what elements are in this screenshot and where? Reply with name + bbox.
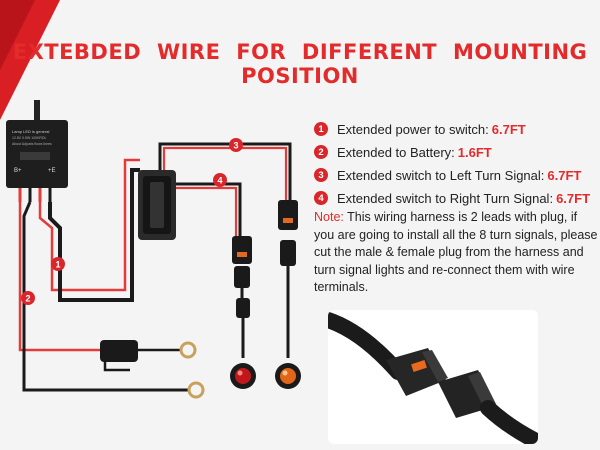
flasher-label-left: B+ xyxy=(14,168,22,174)
marker-2: 2 xyxy=(21,291,35,305)
item-text: Extended switch to Left Turn Signal: xyxy=(337,167,545,183)
item-number-badge: 4 xyxy=(314,191,328,205)
ring-terminal-positive xyxy=(179,341,197,359)
list-item: 4 Extended switch to Right Turn Signal: … xyxy=(314,187,600,209)
page-title: EXTEBDED WIRE FOR DIFFERENT MOUNTING POS… xyxy=(12,40,588,88)
note-label: Note: xyxy=(314,210,344,224)
rocker-switch xyxy=(138,170,176,240)
ring-terminal-negative xyxy=(187,381,205,399)
extension-list: 1 Extended power to switch: 6.7FT 2 Exte… xyxy=(314,118,600,210)
turn-signal-light-left xyxy=(230,363,256,389)
red-corner-banner-dark xyxy=(0,0,35,70)
svg-text:4: 4 xyxy=(217,176,222,186)
note-text: This wiring harness is 2 leads with plug… xyxy=(314,210,598,294)
item-text: Extended power to switch: xyxy=(337,121,489,137)
item-value: 6.7FT xyxy=(491,121,526,137)
flasher-label-line3: About Adjusts flows times xyxy=(12,142,52,146)
list-item: 2 Extended to Battery: 1.6FT xyxy=(314,141,600,163)
flasher-relay: Lamp LED is general 12.8V 0.5W 100KRDL A… xyxy=(6,100,68,202)
item-value: 6.7FT xyxy=(547,167,582,183)
item-text: Extended to Battery: xyxy=(337,144,455,160)
connector-left xyxy=(232,236,252,358)
item-number-badge: 3 xyxy=(314,168,328,182)
item-number-badge: 2 xyxy=(314,145,328,159)
item-value: 6.7FT xyxy=(556,190,591,206)
svg-text:3: 3 xyxy=(233,141,238,151)
svg-text:1: 1 xyxy=(55,260,60,270)
connector-right xyxy=(278,200,298,358)
marker-3: 3 xyxy=(229,138,243,152)
turn-signal-light-right xyxy=(275,363,301,389)
fuse-holder xyxy=(100,340,180,372)
flasher-label-line2: 12.8V 0.5W 100KRDL xyxy=(12,136,46,140)
flasher-label-line1: Lamp LED is general xyxy=(12,129,49,134)
marker-4: 4 xyxy=(213,173,227,187)
connector-photo xyxy=(328,310,538,444)
flasher-label-right: +E xyxy=(48,168,56,174)
svg-text:2: 2 xyxy=(25,294,30,304)
wiring-diagram: Lamp LED is general 12.8V 0.5W 100KRDL A… xyxy=(6,100,301,399)
item-text: Extended switch to Right Turn Signal: xyxy=(337,190,554,206)
note-paragraph: Note: This wiring harness is 2 leads wit… xyxy=(314,209,598,297)
list-item: 1 Extended power to switch: 6.7FT xyxy=(314,118,600,140)
item-number-badge: 1 xyxy=(314,122,328,136)
connector-plug-illustration xyxy=(328,312,538,444)
marker-1: 1 xyxy=(51,257,65,271)
list-item: 3 Extended switch to Left Turn Signal: 6… xyxy=(314,164,600,186)
item-value: 1.6FT xyxy=(457,144,492,160)
